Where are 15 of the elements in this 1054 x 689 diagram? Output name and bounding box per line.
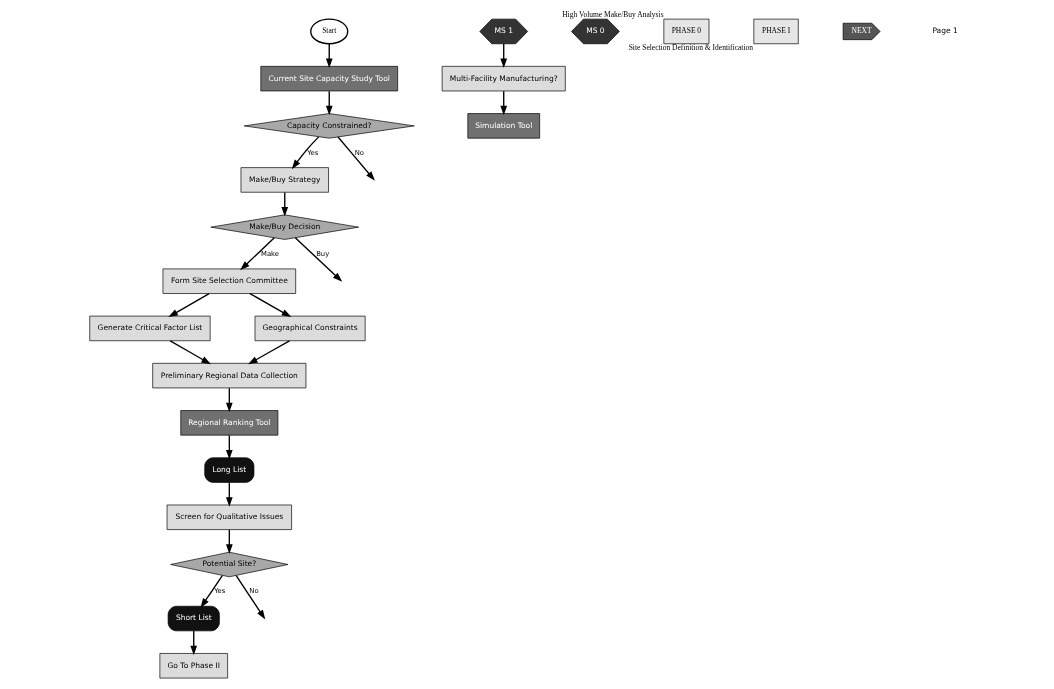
- arrow: [247, 340, 290, 365]
- node-box: PHASE I: [753, 18, 799, 45]
- arrow: [235, 574, 265, 620]
- arrow: [239, 237, 275, 271]
- arrow: [167, 292, 210, 318]
- arrow: [248, 292, 291, 318]
- arrow: [169, 340, 211, 365]
- node-box: PHASE 0: [663, 18, 709, 45]
- arrow: [199, 574, 223, 608]
- arrow: [291, 136, 319, 170]
- node-label: Site Selection Definition & Identification: [628, 42, 753, 52]
- arrow: [294, 237, 342, 282]
- arrow: [336, 136, 375, 181]
- node-ellipse: Start: [309, 18, 348, 45]
- node-label: High Volume Make/Buy Analysis: [561, 9, 664, 19]
